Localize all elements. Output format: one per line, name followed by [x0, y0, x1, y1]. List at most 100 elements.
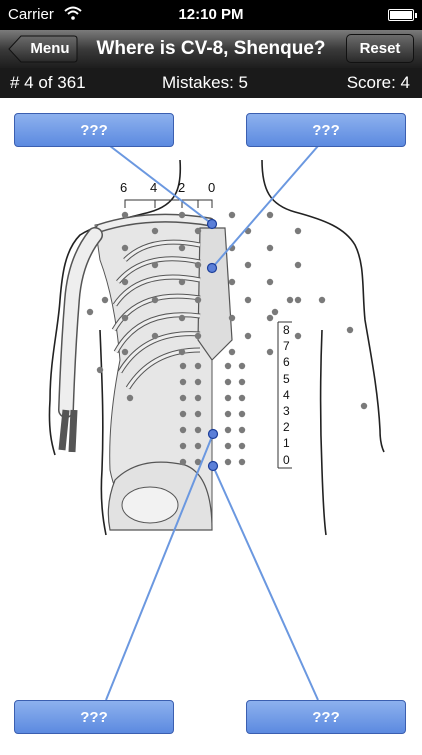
acupoint-dot [178, 211, 186, 219]
acupoint-dot [178, 314, 186, 322]
acupoint-dot [294, 261, 302, 269]
acupoint-dot [121, 314, 129, 322]
acupoint-dot [224, 378, 232, 386]
acupoint-dot [228, 211, 236, 219]
acupoint-dot [294, 227, 302, 235]
acupoint-dot [179, 410, 187, 418]
carrier-label: Carrier [8, 6, 54, 23]
menu-button[interactable]: Menu [8, 35, 78, 63]
status-time: 12:10 PM [178, 6, 244, 23]
acupoint-dot [244, 332, 252, 340]
acupoint-dot [346, 326, 354, 334]
acupoint-dot [266, 348, 274, 356]
acupoint-dot [294, 332, 302, 340]
skeleton-shading [58, 213, 233, 531]
column-number-6: 6 [120, 180, 128, 195]
acupoint-dot [179, 442, 187, 450]
acupoint-dot [224, 410, 232, 418]
acupoint-dot [266, 278, 274, 286]
answer-button-top-left[interactable]: ??? [14, 113, 174, 147]
acupoint-dot [151, 227, 159, 235]
acupoint-dot [244, 261, 252, 269]
candidate-points [206, 218, 219, 472]
answer-button-bottom-left[interactable]: ??? [14, 700, 174, 734]
answer-button-top-right[interactable]: ??? [246, 113, 406, 147]
acupoint-dot [179, 426, 187, 434]
acupoint-dot [179, 394, 187, 402]
torso-illustration [48, 145, 385, 701]
score-value: Score: 4 [346, 73, 410, 92]
acupoint-dot [86, 308, 94, 316]
scale-number: 6 [283, 355, 290, 370]
acupoint-dot [194, 296, 202, 304]
scale-labels: 8 7 6 5 4 3 2 1 0 [283, 322, 297, 468]
acupoint-dot [178, 348, 186, 356]
info-bar: # 4 of 361 Mistakes: 5 Score: 4 [0, 68, 422, 98]
acupoint-dot [121, 211, 129, 219]
column-number-2: 2 [178, 180, 186, 195]
acupoint-dot [294, 296, 302, 304]
acupoint-dot [96, 366, 104, 374]
scale-number: 8 [283, 323, 290, 337]
acupoint-dot [121, 244, 129, 252]
battery-icon [388, 9, 417, 21]
answer-button-bottom-right[interactable]: ??? [246, 700, 406, 734]
acupoint-dot [179, 458, 187, 466]
acupoint-dot [194, 426, 202, 434]
acupoint-dot [126, 394, 134, 402]
column-number-4: 4 [150, 180, 158, 195]
acupoint-dot [266, 211, 274, 219]
acupoint-dot [121, 278, 129, 286]
scale-number: 4 [283, 387, 290, 402]
acupoint-dot [266, 314, 274, 322]
column-number-0: 0 [208, 180, 216, 195]
acupoint-dot [286, 296, 294, 304]
acupoint-dot [101, 296, 109, 304]
acupoint-dot [194, 362, 202, 370]
acupoint-dot [266, 244, 274, 252]
scale-number: 7 [283, 339, 290, 354]
reset-button[interactable]: Reset [346, 34, 414, 63]
scale-number: 0 [283, 452, 290, 467]
acupoint-dot [194, 261, 202, 269]
acupoint-dot [238, 394, 246, 402]
acupoint-dot [238, 410, 246, 418]
acupoint-dot [194, 332, 202, 340]
acupoint-dot [179, 378, 187, 386]
answer-lines [105, 145, 319, 701]
acupoint-dot [360, 402, 368, 410]
acupoint-dot [244, 296, 252, 304]
acupoint-dot [224, 394, 232, 402]
acupoint-dot [178, 244, 186, 252]
column-guide [124, 199, 213, 208]
acupoint-diagram: 6 4 2 0 8 7 6 5 4 3 2 1 0 [0, 98, 422, 750]
menu-button-label: Menu [30, 40, 70, 57]
status-bar: Carrier 12:10 PM [0, 0, 422, 30]
acupoint-dot [194, 442, 202, 450]
question-title: Where is CV-8, Shenque? [96, 38, 326, 59]
acupoint-dot [318, 296, 326, 304]
acupoint-dot [151, 296, 159, 304]
mistakes-count: Mistakes: 5 [162, 73, 248, 92]
scale-number: 5 [283, 371, 290, 386]
acupoint-dot [224, 458, 232, 466]
acupoint-dot [121, 348, 129, 356]
acupoint-dot [194, 394, 202, 402]
acupoint-dot [238, 442, 246, 450]
acupoint-dot [224, 442, 232, 450]
acupoint-dot [194, 410, 202, 418]
acupoint-dot [271, 308, 279, 316]
acupoint-dot [224, 426, 232, 434]
acupoint-dot [238, 378, 246, 386]
question-counter: # 4 of 361 [10, 73, 86, 92]
acupoint-dot [228, 314, 236, 322]
vertical-scale [277, 321, 292, 469]
body-outline [48, 159, 385, 536]
acupoint-dot [238, 362, 246, 370]
acupoint-dot [179, 362, 187, 370]
acupoint-dot [178, 278, 186, 286]
acupoint-dot [151, 332, 159, 340]
acupoint-dot [151, 261, 159, 269]
wifi-icon [64, 6, 82, 20]
scale-number: 2 [283, 420, 290, 435]
